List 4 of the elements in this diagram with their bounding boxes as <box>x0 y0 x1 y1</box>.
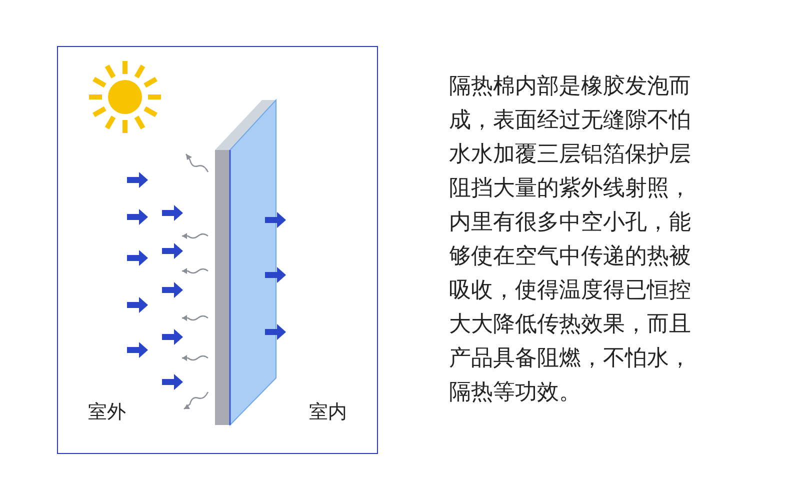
zone-label: 室内 <box>309 400 347 425</box>
zone-label: 室外 <box>88 400 126 425</box>
diagram-frame <box>57 46 378 454</box>
description-text: 隔热棉内部是橡胶发泡而成，表面经过无缝隙不怕水水加覆三层铝箔保护层阻挡大量的紫外线射照，内里有很多中空小孔，能够使在空气中传递的热被吸收，使得温度得已恒控大大降低传热效果，而且产品具备阻燃，不怕水，隔热等功效。 <box>449 73 692 407</box>
